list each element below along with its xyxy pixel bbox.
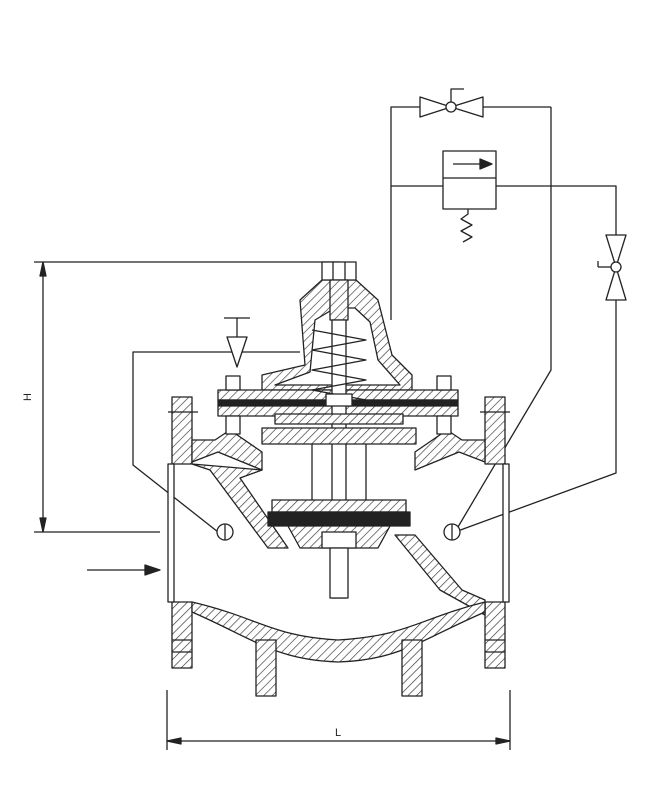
spring-stem bbox=[261, 319, 417, 599]
flow-arrow bbox=[87, 564, 161, 576]
needle-valve-right bbox=[597, 234, 627, 301]
dimension-h-label: H bbox=[22, 393, 34, 401]
ball-valve-top bbox=[419, 88, 484, 118]
valve-body bbox=[167, 396, 510, 697]
dimension-l bbox=[166, 690, 511, 750]
dimension-l-label: L bbox=[335, 727, 341, 739]
dimension-h bbox=[34, 261, 340, 533]
ejector-left bbox=[224, 317, 250, 368]
pilot-control-valve bbox=[442, 150, 497, 243]
